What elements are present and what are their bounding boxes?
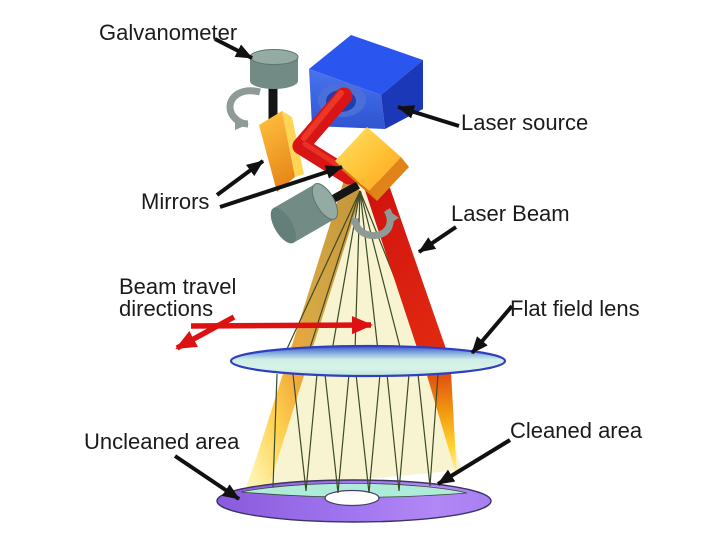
- scan-cone-fill: [245, 182, 462, 490]
- cleaned-area-callout-arrow: [436, 438, 512, 486]
- travel-arrow-left-down: [175, 314, 236, 351]
- uncleaned-area-callout-arrow: [173, 454, 241, 501]
- galvo1-body: [250, 57, 298, 89]
- flat-field-lens-label: Flat field lens: [510, 296, 640, 321]
- callout-arrows: [173, 37, 514, 501]
- galvo1-top-face: [249, 49, 299, 65]
- target-disk: [216, 479, 492, 523]
- mirrors-callout-arrow-2: [219, 165, 343, 209]
- laser-beam-callout-arrow: [417, 225, 458, 254]
- beam-travel-label-line2: directions: [119, 296, 214, 321]
- beam-travel-label-line1: Beam travel: [119, 274, 237, 299]
- beam-travel-arrows: [175, 314, 373, 351]
- mirror-2: [335, 127, 409, 201]
- mirror2-top-face: [335, 127, 401, 191]
- beam-traces-lower: [272, 373, 439, 494]
- laser-source-callout-arrow: [397, 105, 460, 128]
- cleaned-area-label: Cleaned area: [510, 418, 643, 443]
- disk-center-hole: [324, 489, 380, 507]
- flat-field-lens-callout-arrow: [470, 304, 514, 355]
- galvanometer-label: Galvanometer: [99, 20, 238, 45]
- galvo2-front-face: [311, 183, 339, 220]
- galvanometer-1: [249, 49, 299, 89]
- laser-band-upper: [359, 172, 453, 369]
- laser-source-label: Laser source: [461, 110, 589, 135]
- flat-field-lens-body: [229, 344, 507, 378]
- mirror2-bottom-side: [335, 161, 377, 201]
- uncleaned-area-label: Uncleaned area: [84, 429, 240, 454]
- scan-beam-gold: [246, 180, 362, 491]
- mirror2-right-side: [369, 157, 409, 201]
- galvanometer-2: [270, 183, 339, 244]
- laser-band-lower: [426, 372, 457, 478]
- laser-beam-label: Laser Beam: [451, 201, 570, 226]
- galvo2-back-cap: [270, 207, 297, 244]
- rotation-arrow-2: [351, 208, 399, 240]
- rotation-arrow-1: [226, 87, 261, 130]
- mirrors-callout-arrow-1: [215, 159, 265, 197]
- mirrors-label: Mirrors: [141, 189, 210, 214]
- laser-box-top-face: [309, 35, 423, 95]
- galvanometer-callout-arrow: [214, 37, 253, 60]
- mirror1-front-face: [259, 111, 295, 192]
